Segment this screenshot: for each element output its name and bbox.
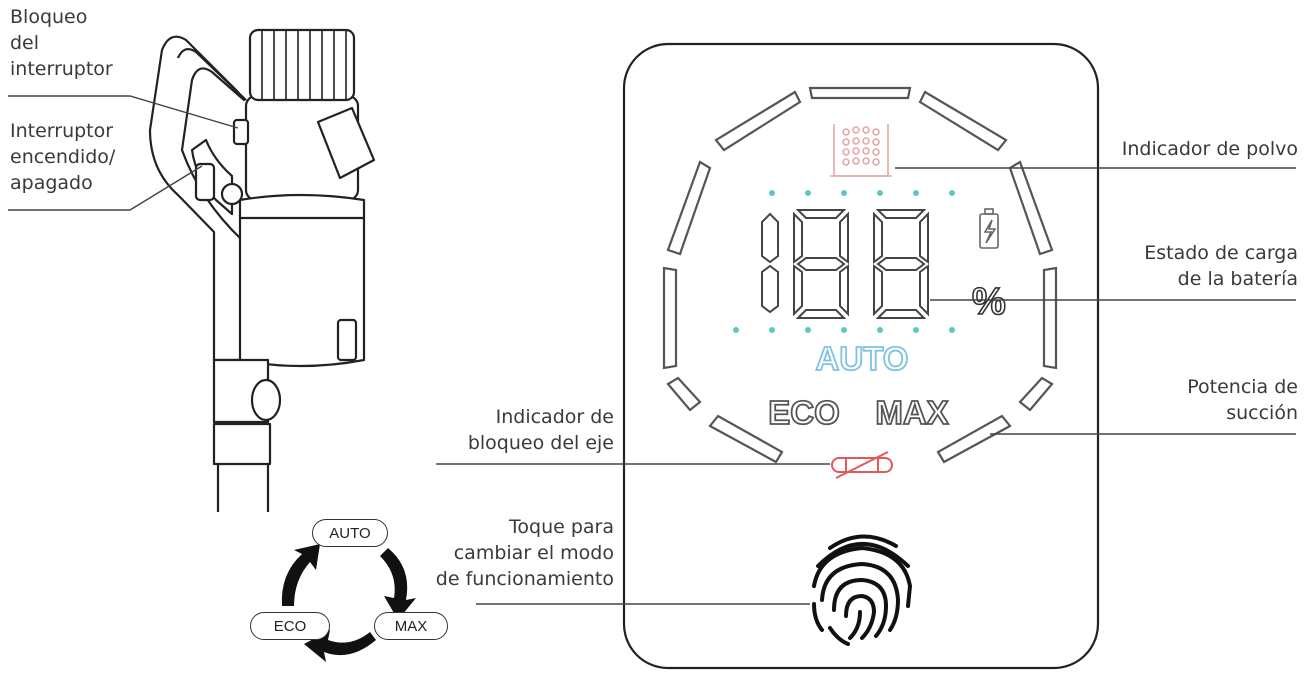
leader-lines-panel bbox=[436, 167, 1296, 605]
label-touch-mode: Toque para cambiar el modo de funcionami… bbox=[414, 514, 614, 592]
label-power-switch: Interruptor encendido/ apagado bbox=[10, 118, 115, 196]
label-line: Toque para bbox=[509, 516, 614, 538]
label-dust-indicator: Indicador de polvo bbox=[1121, 138, 1298, 160]
dust-grid-icon bbox=[830, 124, 892, 177]
mode-eco-text: ECO bbox=[768, 394, 840, 431]
cycle-auto-pill: AUTO bbox=[312, 519, 388, 547]
battery-icon bbox=[979, 208, 999, 249]
mode-cycle bbox=[281, 544, 416, 662]
label-line: encendido/ bbox=[10, 146, 116, 168]
label-switch-lock: Bloqueo del interruptor bbox=[10, 4, 113, 82]
label-battery-status: Estado de carga de la batería bbox=[1144, 240, 1298, 292]
label-line: del bbox=[10, 32, 40, 54]
label-line: apagado bbox=[10, 172, 93, 194]
vacuum-handle-illustration bbox=[148, 28, 376, 512]
label-line: de la batería bbox=[1177, 268, 1298, 290]
label-line: Interruptor bbox=[10, 120, 114, 142]
label-suction-power: Potencia de succión bbox=[1187, 374, 1298, 426]
mode-auto-text: AUTO bbox=[816, 340, 909, 377]
label-line: Indicador de bbox=[495, 406, 614, 428]
label-line: Bloqueo bbox=[10, 6, 88, 28]
label-axis-lock-indicator: Indicador de bloqueo del eje bbox=[438, 404, 614, 456]
label-line: bloqueo del eje bbox=[467, 432, 614, 454]
cycle-eco-pill: ECO bbox=[250, 612, 330, 640]
percent-symbol: % bbox=[972, 281, 1006, 323]
label-line: cambiar el modo bbox=[453, 542, 614, 564]
label-line: interruptor bbox=[10, 58, 113, 80]
cycle-arrow-icon bbox=[281, 544, 416, 662]
cycle-max-pill: MAX bbox=[374, 612, 448, 640]
leader-lines-left bbox=[8, 95, 239, 211]
suction-ring bbox=[662, 86, 1058, 464]
axis-lock-icon bbox=[831, 451, 893, 479]
control-panel: % AUTO ECO MAX bbox=[622, 42, 1100, 670]
label-line: Estado de carga bbox=[1144, 242, 1298, 264]
label-line: Potencia de bbox=[1187, 376, 1298, 398]
label-line: succión bbox=[1226, 402, 1298, 424]
seven-segment-digits bbox=[761, 209, 929, 319]
label-line: de funcionamiento bbox=[435, 568, 614, 590]
mode-max-text: MAX bbox=[875, 394, 948, 431]
indicator-dots bbox=[733, 190, 955, 333]
fingerprint-icon[interactable] bbox=[812, 534, 913, 646]
